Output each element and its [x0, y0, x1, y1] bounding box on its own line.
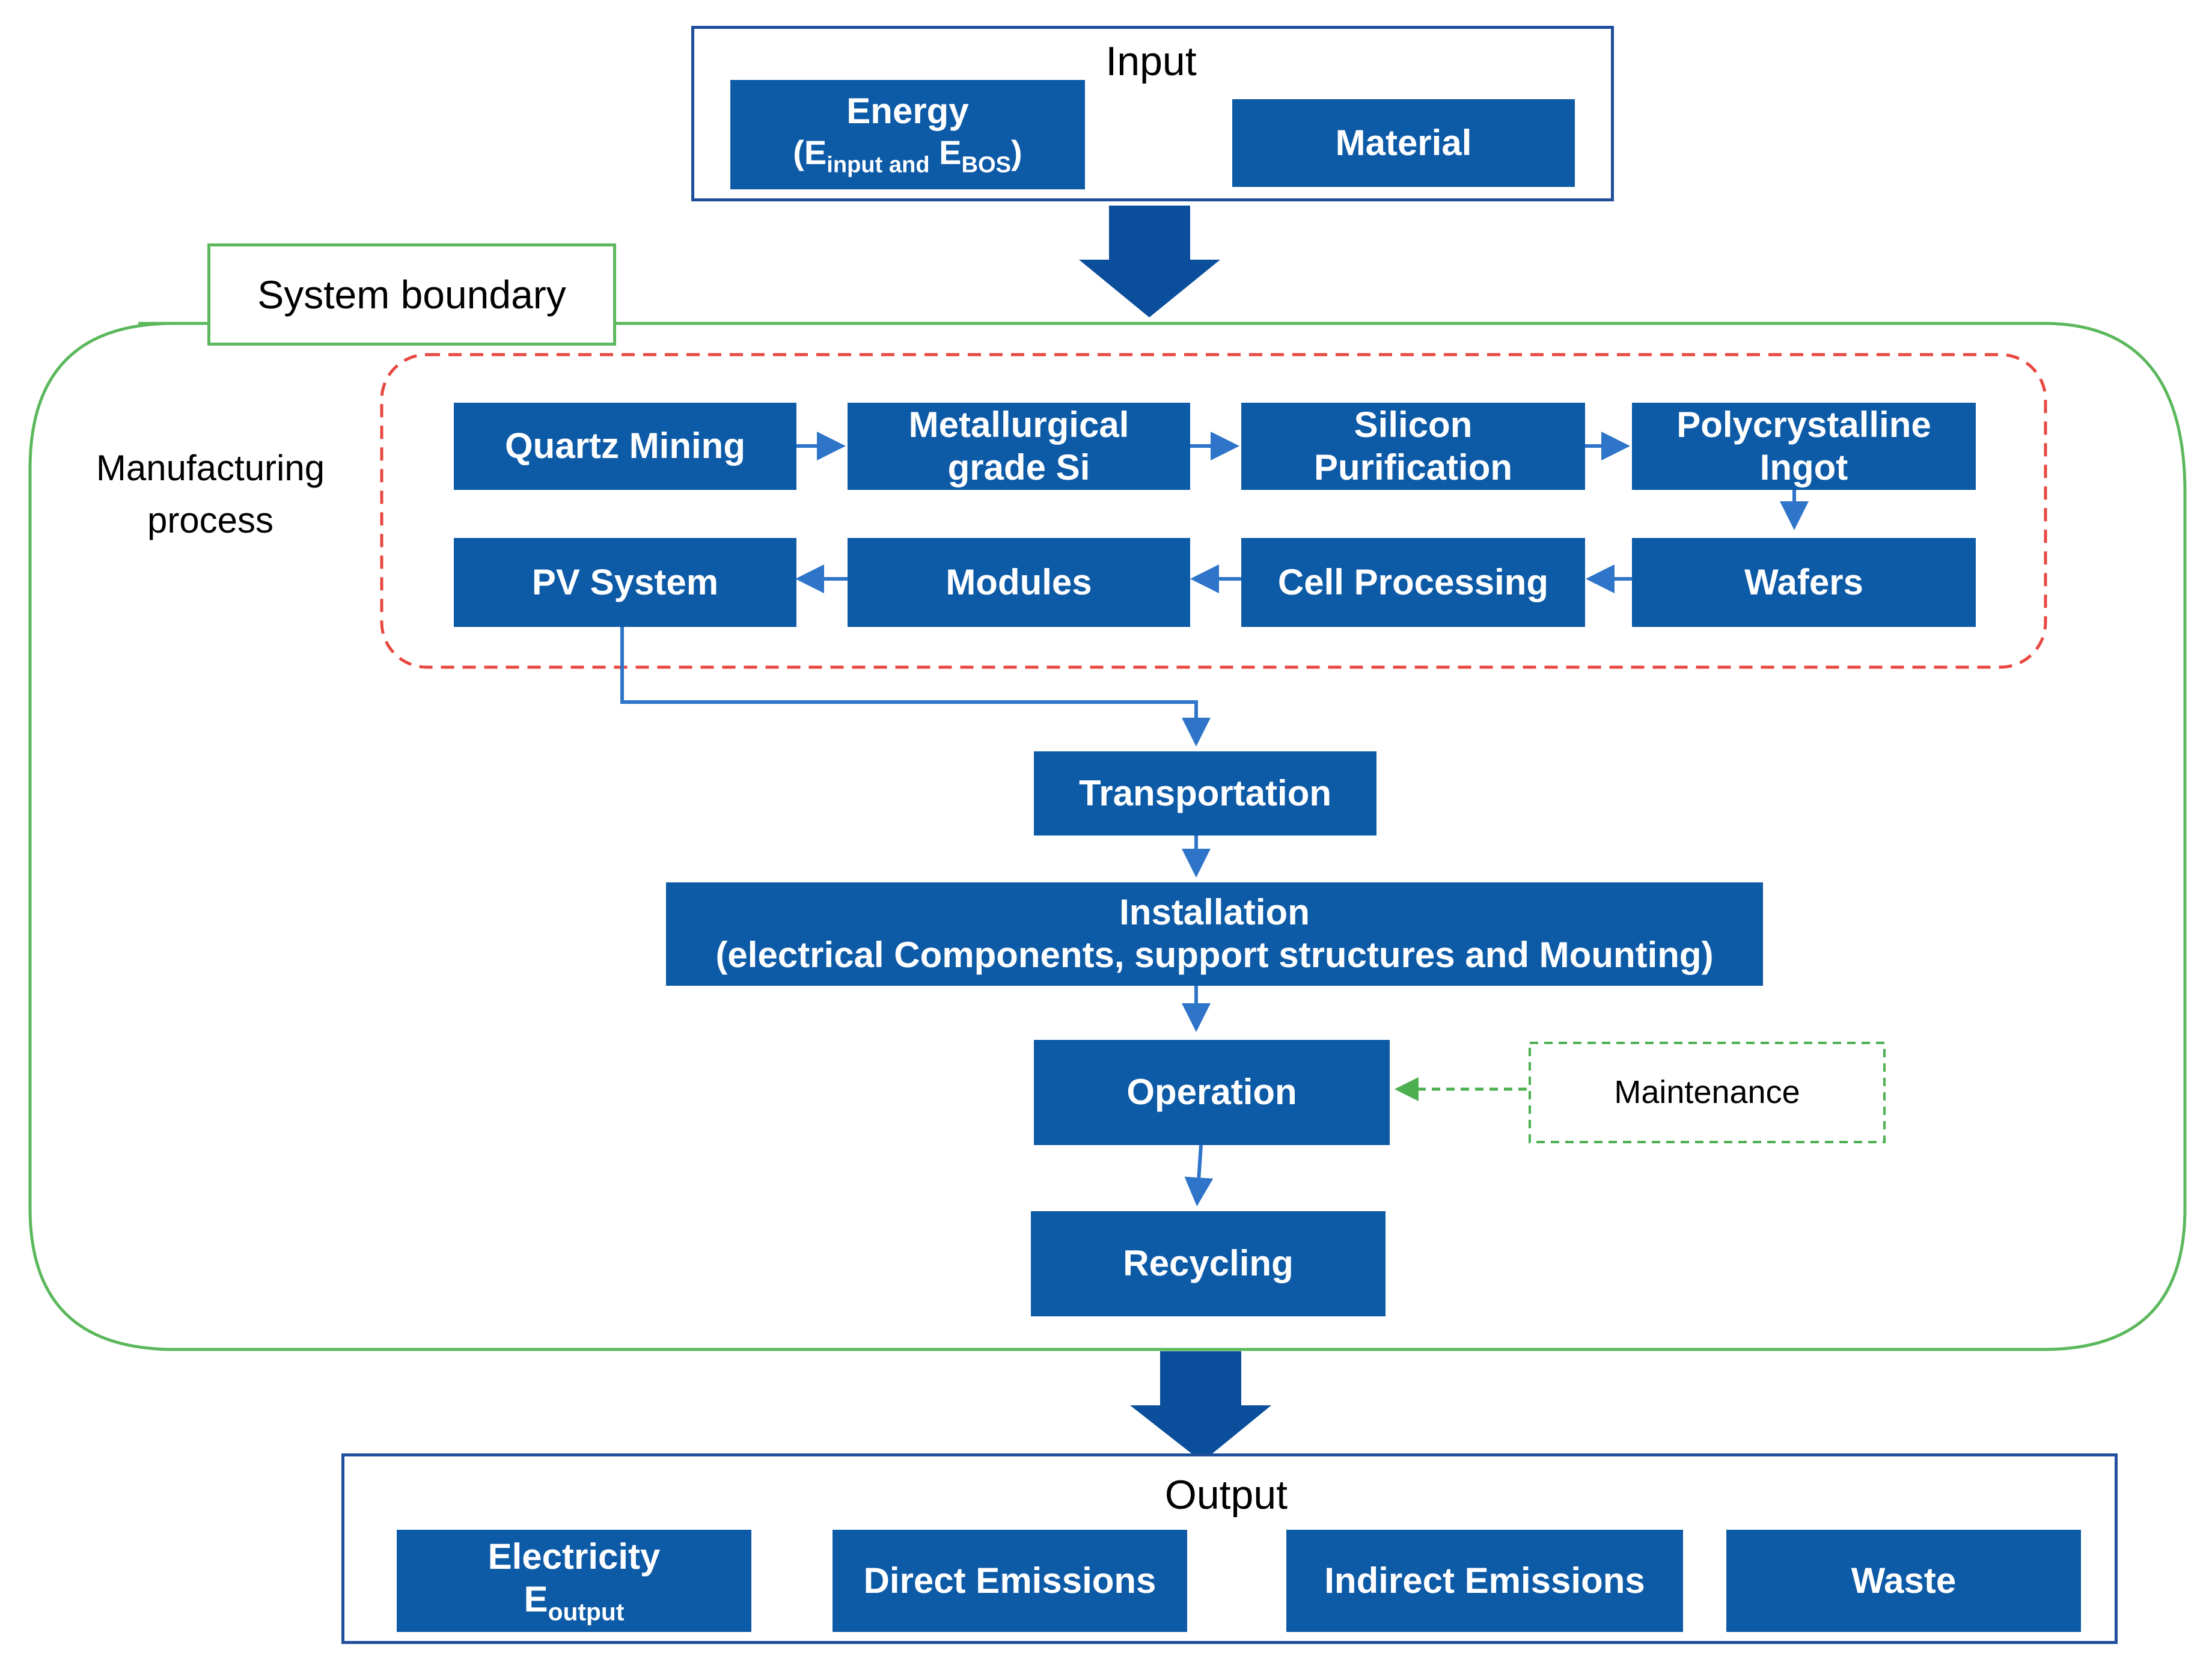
electricity-symbol: Eoutput — [524, 1578, 625, 1625]
input-title: Input — [1105, 38, 1197, 84]
metallurgical-grade-si-box: Metallurgical grade Si — [848, 403, 1190, 490]
direct-emissions-box: Direct Emissions — [833, 1530, 1187, 1632]
installation-box: Installation (electrical Components, sup… — [666, 882, 1763, 986]
system-boundary-frame — [28, 322, 2187, 1351]
wafers-box: Wafers — [1632, 538, 1976, 627]
output-title: Output — [1164, 1472, 1288, 1518]
maintenance-frame — [1529, 1042, 1886, 1143]
energy-sources: (Einput and EBOS) — [793, 133, 1022, 178]
energy-box: Energy (Einput and EBOS) — [730, 80, 1085, 189]
recycling-box: Recycling — [1031, 1211, 1386, 1316]
system-boundary-label: System boundary — [257, 272, 566, 317]
output-flow-arrow — [1130, 1351, 1271, 1462]
maintenance-label: Maintenance — [1614, 1074, 1800, 1110]
operation-box: Operation — [1034, 1040, 1390, 1145]
waste-box: Waste — [1726, 1530, 2081, 1632]
manufacturing-process-label: Manufacturing process — [96, 448, 325, 540]
electricity-box: Electricity Eoutput — [397, 1530, 751, 1632]
indirect-emissions-box: Indirect Emissions — [1286, 1530, 1683, 1632]
material-box: Material — [1232, 99, 1575, 187]
transportation-box: Transportation — [1034, 751, 1376, 836]
pv-system-box: PV System — [454, 538, 796, 627]
manufacturing-region — [380, 353, 2047, 669]
system-boundary-label-frame — [207, 243, 616, 346]
polycrystalline-ingot-box: Polycrystalline Ingot — [1632, 403, 1976, 490]
energy-label: Energy — [846, 91, 969, 132]
input-flow-arrow — [1079, 206, 1220, 317]
modules-box: Modules — [848, 538, 1190, 627]
arrow-operation-to-recycling — [1184, 1144, 1214, 1206]
cell-processing-box: Cell Processing — [1241, 538, 1585, 627]
silicon-purification-box: Silicon Purification — [1241, 403, 1585, 490]
arrow-pv-to-transportation — [620, 625, 1211, 747]
quartz-mining-box: Quartz Mining — [454, 403, 796, 490]
